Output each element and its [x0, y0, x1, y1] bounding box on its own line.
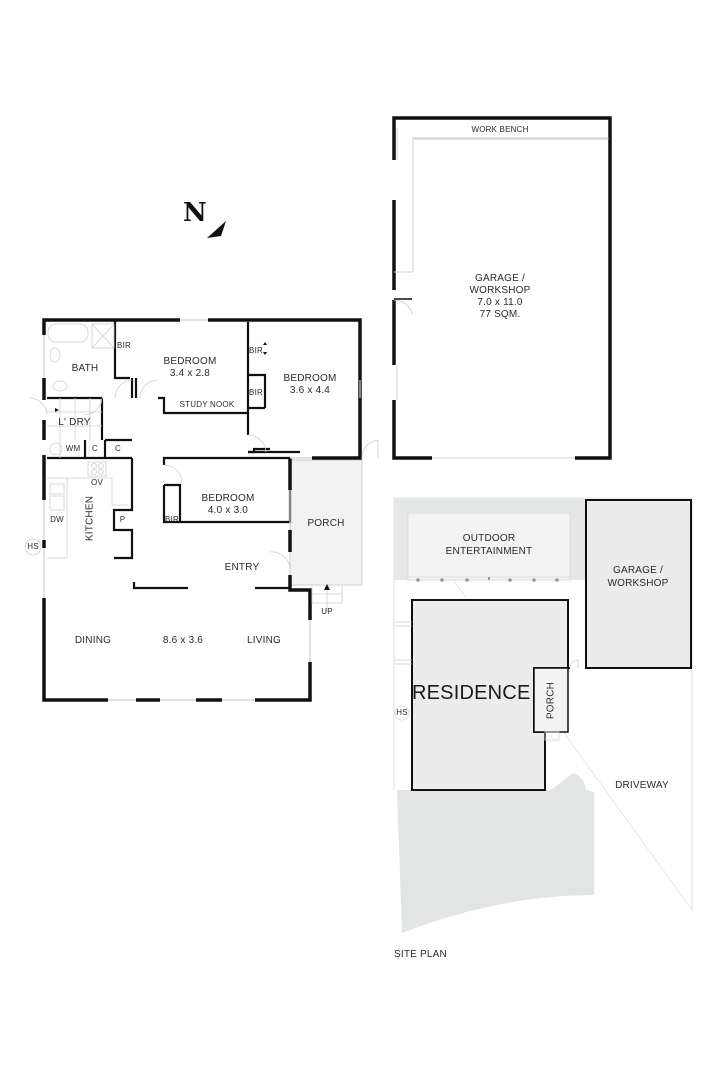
garage-details	[393, 128, 609, 459]
laundry-label: L' DRY	[58, 417, 91, 428]
bedroom1-dimensions: 3.4 x 2.8	[169, 368, 211, 379]
bedroom3-dimensions: 4.0 x 3.0	[207, 505, 249, 516]
bath-fixtures	[29, 323, 159, 458]
site-outdoor-label-2: ENTERTAINMENT	[445, 546, 533, 557]
bedroom2-dimensions: 3.6 x 4.4	[289, 385, 331, 396]
garage-label-2: WORKSHOP	[469, 285, 531, 296]
bedroom1-label: BEDROOM	[163, 356, 217, 367]
windows	[43, 319, 361, 701]
north-label: N	[183, 198, 207, 228]
cupboard-label-2: C	[115, 444, 121, 453]
site-outdoor-label-1: OUTDOOR	[462, 533, 516, 544]
site-driveway-label: DRIVEWAY	[615, 780, 669, 791]
garage-label-1: GARAGE /	[475, 273, 525, 284]
bir-label-3: BIR	[249, 388, 263, 397]
living-dimensions: 8.6 x 3.6	[162, 635, 204, 646]
site-garage-label-1: GARAGE /	[613, 565, 663, 576]
site-residence-label: RESIDENCE	[412, 682, 531, 704]
study-nook-label: STUDY NOOK	[179, 400, 235, 409]
oven-label: OV	[91, 478, 103, 487]
bedroom3-label: BEDROOM	[201, 493, 255, 504]
washing-machine-label: WM	[65, 444, 81, 453]
kitchen-label: KITCHEN	[84, 495, 96, 542]
bath-label: BATH	[71, 363, 99, 374]
kitchen-benches	[24, 434, 379, 571]
bir-label-2: BIR	[249, 346, 263, 355]
north-arrow-icon	[207, 221, 226, 238]
site-porch-label: PORCH	[545, 681, 557, 720]
entry-label: ENTRY	[224, 562, 260, 573]
pantry-label: P	[119, 515, 126, 524]
bedroom2-label: BEDROOM	[283, 373, 337, 384]
workbench-label: WORK BENCH	[471, 125, 529, 134]
site-garage-label-2: WORKSHOP	[607, 578, 669, 589]
dishwasher-label: DW	[50, 515, 64, 524]
up-label: UP	[321, 607, 333, 616]
hot-water-label: HS	[27, 542, 39, 551]
garage-walls	[392, 116, 612, 460]
bir-label-4: BIR	[165, 515, 179, 524]
site-hot-water-label: HS	[396, 708, 408, 717]
dining-label: DINING	[74, 635, 112, 646]
bir-label-1: BIR	[117, 341, 131, 350]
porch-label: PORCH	[307, 518, 345, 529]
porch-area	[289, 459, 363, 586]
living-label: LIVING	[247, 635, 281, 646]
site-plan-title: SITE PLAN	[394, 949, 447, 960]
cupboard-label-1: C	[92, 444, 98, 453]
site-plan-drawing	[393, 497, 693, 933]
garage-area: 77 SQM.	[479, 309, 521, 320]
garage-dimensions: 7.0 x 11.0	[477, 297, 523, 308]
